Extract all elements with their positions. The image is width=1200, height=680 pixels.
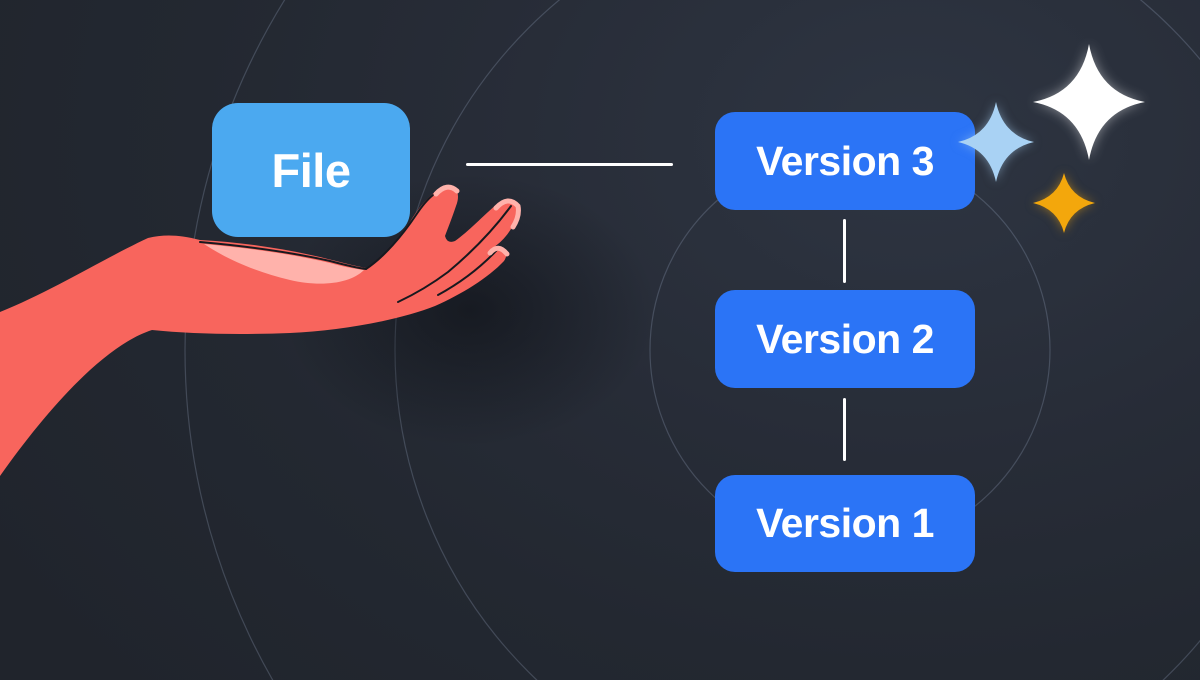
file-node: File (212, 103, 410, 237)
version-node-2-label: Version 2 (756, 315, 934, 362)
sparkle-white-icon (1033, 44, 1145, 160)
sparkle-yellow-icon (1033, 173, 1095, 233)
connector-version2-to-version1 (843, 398, 846, 461)
version-node-1: Version 1 (715, 475, 975, 572)
connector-version3-to-version2 (843, 219, 846, 283)
version-node-1-label: Version 1 (756, 500, 934, 546)
file-node-label: File (271, 143, 351, 197)
version-node-3-label: Version 3 (756, 137, 934, 184)
version-node-3: Version 3 (715, 112, 975, 210)
version-node-2: Version 2 (715, 290, 975, 388)
connector-file-to-version3 (466, 163, 673, 166)
